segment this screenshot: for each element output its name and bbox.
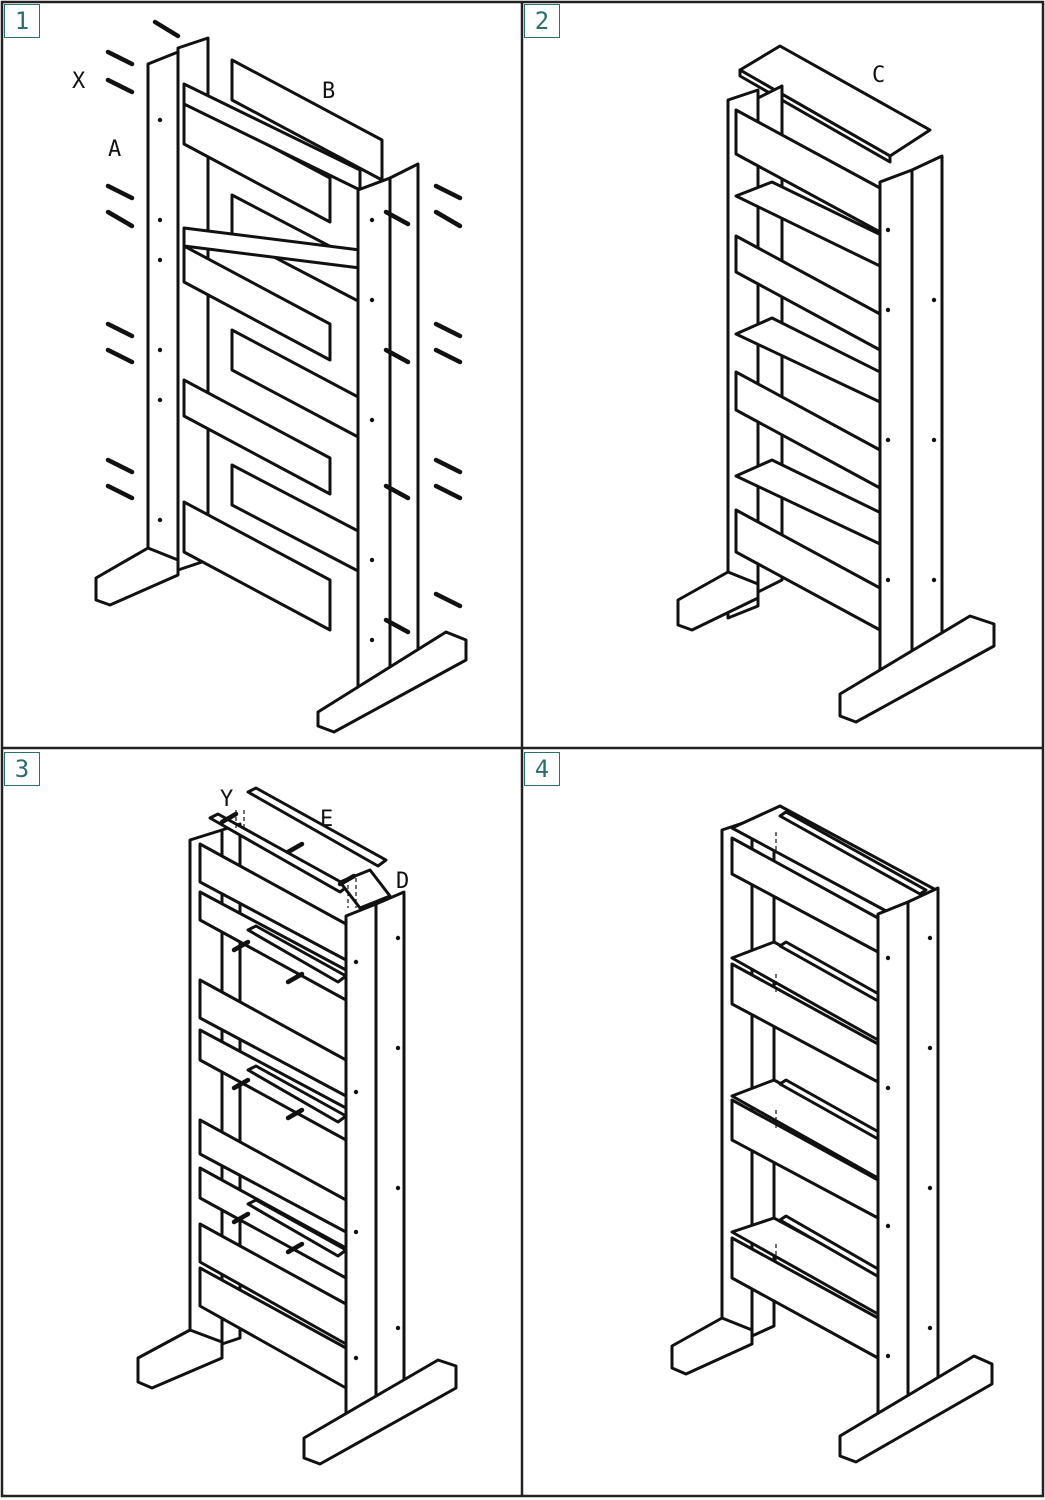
right-uprights bbox=[878, 154, 944, 684]
step-3-panel: 3 bbox=[0, 748, 522, 1496]
upright-holes bbox=[157, 117, 375, 643]
end-cap-d bbox=[338, 868, 392, 910]
step-1-number: 1 bbox=[4, 4, 40, 38]
left-foot bbox=[670, 1316, 754, 1376]
left-foot bbox=[676, 570, 760, 632]
step-2-drawing: C bbox=[676, 44, 996, 724]
step-4-number: 4 bbox=[524, 752, 560, 786]
right-uprights bbox=[344, 890, 406, 1426]
right-uprights bbox=[356, 162, 420, 700]
left-foot bbox=[136, 1328, 224, 1390]
step-3-number: 3 bbox=[4, 752, 40, 786]
label-c: C bbox=[872, 63, 885, 88]
shelf-boards bbox=[182, 82, 362, 632]
upright-holes bbox=[885, 935, 933, 1359]
step-4-drawing bbox=[670, 804, 994, 1464]
back-panel-b bbox=[230, 58, 384, 574]
step-3-drawing: Y E D bbox=[136, 786, 458, 1466]
step-4-panel: 4 bbox=[522, 748, 1043, 1496]
screws-x bbox=[105, 19, 463, 635]
label-x: X bbox=[72, 69, 86, 94]
step-1-panel: 1 bbox=[0, 0, 522, 748]
left-foot bbox=[94, 546, 180, 607]
screws-y bbox=[219, 811, 357, 1255]
right-foot bbox=[838, 614, 996, 724]
upright-holes bbox=[353, 935, 401, 1361]
rails-e bbox=[208, 786, 388, 1258]
step-2-number: 2 bbox=[524, 4, 560, 38]
step-2-panel: 2 bbox=[522, 0, 1043, 748]
upright-holes bbox=[885, 227, 937, 583]
right-foot bbox=[316, 630, 468, 734]
left-front-upright bbox=[726, 88, 760, 620]
right-uprights bbox=[876, 886, 940, 1426]
right-foot bbox=[302, 1358, 458, 1466]
label-d: D bbox=[396, 869, 409, 894]
side-upright-a bbox=[146, 50, 180, 584]
right-foot bbox=[838, 1354, 994, 1464]
label-e: E bbox=[320, 807, 333, 832]
step-1-drawing: X A B bbox=[72, 19, 468, 734]
shelf-troughs bbox=[734, 108, 914, 632]
label-y: Y bbox=[220, 787, 233, 812]
label-a: A bbox=[108, 137, 121, 162]
label-b: B bbox=[322, 79, 335, 104]
